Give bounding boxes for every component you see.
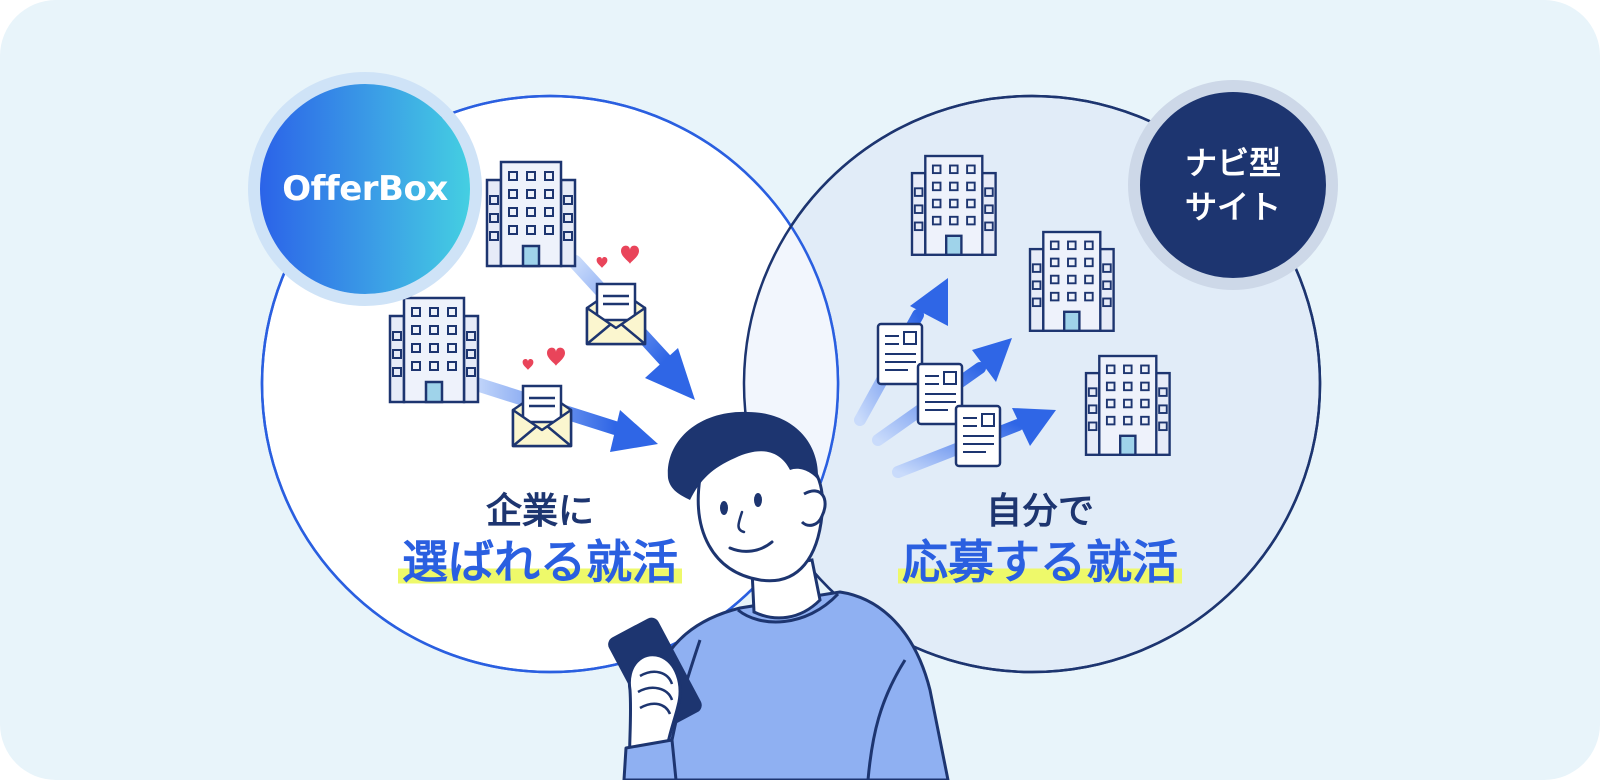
person-illustration: [608, 411, 950, 780]
offerbox-badge: OfferBox: [260, 84, 470, 294]
navi-caption-line2: 応募する就活: [898, 534, 1182, 590]
offerbox-caption-line2: 選ばれる就活: [398, 534, 682, 590]
navi-badge-line2: サイト: [1184, 188, 1281, 226]
building-icon: [388, 296, 480, 404]
building-icon: [1084, 354, 1171, 456]
document-icon: [954, 404, 1002, 468]
offerbox-caption-line1: 企業に: [485, 491, 594, 532]
navi-caption-line1: 自分で: [985, 491, 1094, 532]
navi-site-badge: ナビ型 サイト: [1140, 92, 1326, 278]
navi-caption: 自分で 応募する就活: [880, 490, 1200, 590]
offerbox-caption: 企業に 選ばれる就活: [380, 490, 700, 590]
building-icon: [1028, 230, 1115, 332]
building-icon: [910, 154, 997, 256]
building-icon: [485, 160, 577, 268]
offerbox-badge-label: OfferBox: [282, 169, 448, 209]
navi-badge-line1: ナビ型: [1184, 144, 1281, 182]
document-icon: [876, 322, 924, 386]
